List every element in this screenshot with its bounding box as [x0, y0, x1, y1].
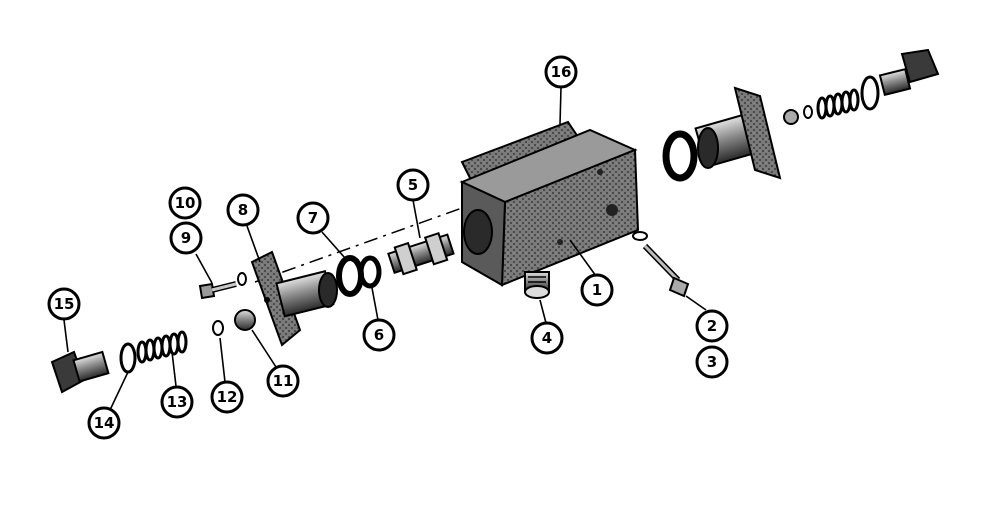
valve-spool — [387, 232, 455, 276]
callout-8: 8 — [226, 193, 260, 227]
callout-13-label: 13 — [167, 393, 188, 411]
leader-8 — [246, 225, 261, 263]
callout-1: 1 — [580, 273, 614, 307]
callout-2-label: 2 — [707, 317, 717, 335]
leader-15 — [63, 319, 69, 353]
callout-16: 16 — [544, 55, 578, 89]
mounting-bolt-right — [632, 231, 690, 298]
end-plug-left — [50, 350, 110, 394]
o-ring-outer — [336, 255, 364, 297]
callout-3-label: 3 — [707, 353, 717, 371]
spring-left — [136, 330, 188, 364]
check-ball — [234, 309, 256, 331]
mounting-bolt-left — [198, 272, 247, 300]
callout-14-label: 14 — [94, 414, 115, 432]
leader-1 — [569, 239, 597, 277]
plug-gasket-right — [860, 75, 880, 111]
callout-4-label: 4 — [542, 329, 552, 347]
spring-right — [816, 88, 860, 120]
callout-6-label: 6 — [374, 326, 384, 344]
callout-6: 6 — [362, 318, 396, 352]
callout-15: 15 — [47, 287, 81, 321]
callout-2: 2 — [695, 309, 729, 343]
leader-16 — [559, 87, 562, 125]
check-ball-right — [783, 109, 799, 125]
o-ring-right — [662, 130, 698, 182]
callout-12: 12 — [210, 380, 244, 414]
leader-5 — [412, 199, 421, 239]
leader-12 — [219, 337, 226, 383]
callout-11-label: 11 — [273, 372, 294, 390]
callout-5-label: 5 — [408, 176, 418, 194]
right-end-cap — [694, 86, 782, 180]
callout-10-label: 10 — [175, 194, 196, 212]
callout-16-label: 16 — [551, 63, 572, 81]
callout-13: 13 — [160, 385, 194, 419]
callout-10: 10 — [168, 186, 202, 220]
seat-washer-right — [803, 105, 813, 119]
leader-13 — [171, 351, 177, 387]
leader-4 — [539, 299, 547, 324]
callout-14: 14 — [87, 406, 121, 440]
callout-5: 5 — [396, 168, 430, 202]
left-end-cap — [250, 250, 338, 347]
callout-3: 3 — [695, 345, 729, 379]
leader-14 — [109, 371, 129, 411]
leader-11 — [251, 329, 277, 368]
callout-7: 7 — [296, 201, 330, 235]
leader-2 — [685, 295, 707, 311]
seat-washer — [212, 320, 224, 336]
callout-7-label: 7 — [308, 209, 318, 227]
port-plug — [524, 271, 550, 299]
callout-8-label: 8 — [238, 201, 248, 219]
leader-9 — [195, 253, 213, 284]
assembly-center-line — [254, 197, 491, 283]
valve-body — [459, 128, 640, 287]
callout-9-label: 9 — [181, 229, 191, 247]
callout-9: 9 — [169, 221, 203, 255]
plug-gasket-left — [119, 342, 137, 374]
callout-1-label: 1 — [592, 281, 602, 299]
leader-7 — [321, 231, 346, 259]
callout-12-label: 12 — [217, 388, 238, 406]
leader-6 — [371, 287, 379, 321]
callout-11: 11 — [266, 364, 300, 398]
callout-15-label: 15 — [54, 295, 75, 313]
end-plug-right — [878, 48, 940, 97]
callout-4: 4 — [530, 321, 564, 355]
